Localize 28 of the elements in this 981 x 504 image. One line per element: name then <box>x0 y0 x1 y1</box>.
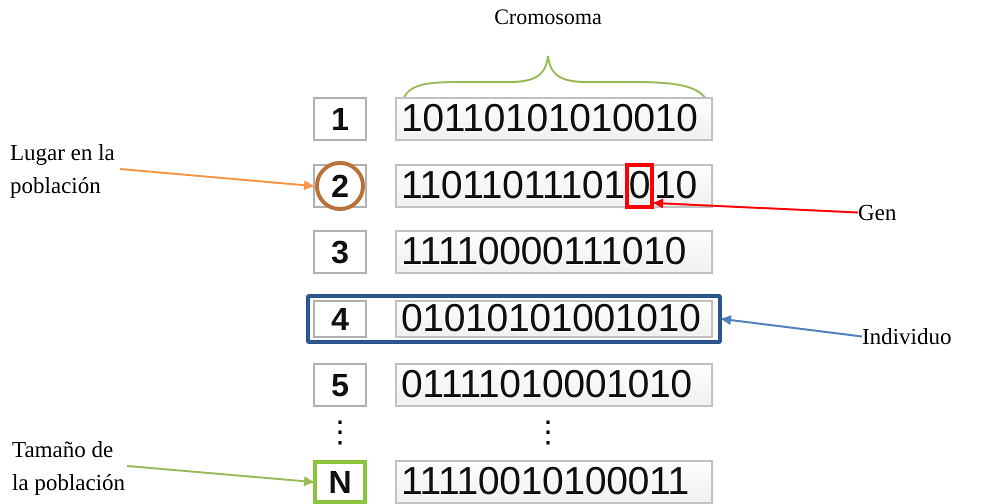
annotation-text: Lugar en la población <box>10 136 120 202</box>
gene-highlight: 0 <box>624 163 654 209</box>
brace-label: Cromosoma <box>494 6 602 28</box>
position-number: 4 <box>313 300 367 338</box>
circled-position-number: 2 <box>315 161 365 211</box>
arrow <box>120 168 314 190</box>
position-number: 5 <box>313 363 367 407</box>
bit-string: 11011011101 <box>401 164 625 208</box>
position-number: 3 <box>313 230 367 274</box>
ellipsis-mark: ⋮ <box>325 418 355 448</box>
chromosome-box <box>395 164 713 208</box>
arrow <box>653 198 858 214</box>
bit-string: 10 <box>654 164 697 208</box>
annotation-text: Individuo <box>862 320 952 353</box>
arrow <box>721 315 862 338</box>
bit-string: 01111010001010 <box>401 363 692 407</box>
chromosome-box <box>395 300 713 338</box>
annotation-text: Tamaño de la población <box>12 433 127 499</box>
bit-string: 11110000111010 <box>401 230 686 274</box>
bit-string: 10110101010010 <box>401 97 698 141</box>
bit-string: 01010101001010 <box>401 297 700 341</box>
bit-string: 11110010100011 <box>401 460 689 504</box>
ellipsis-mark: ⋮ <box>533 418 563 448</box>
position-number: 1 <box>313 97 367 141</box>
individual-highlight-box <box>306 294 722 344</box>
position-number: N <box>313 460 367 504</box>
annotation-text: Gen <box>858 196 896 229</box>
arrow <box>126 465 314 486</box>
